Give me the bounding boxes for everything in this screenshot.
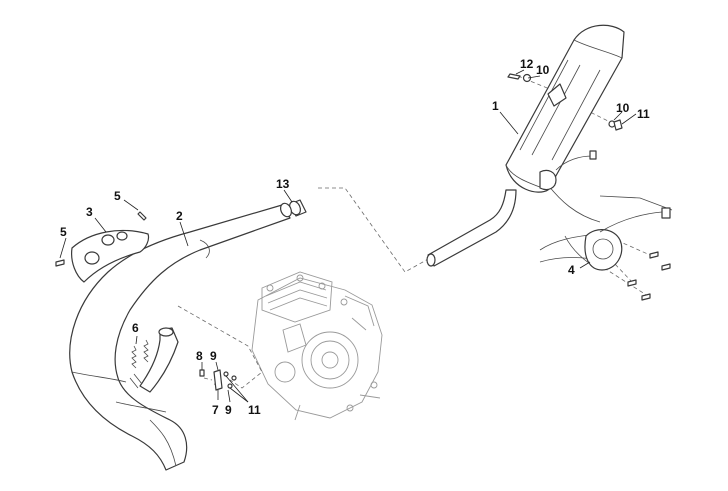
callout-7: 7 <box>212 403 219 417</box>
callout-10-right: 10 <box>616 101 630 115</box>
silencer-hardware <box>507 73 623 131</box>
callout-8: 8 <box>196 349 203 363</box>
screw-5-lower <box>55 259 65 267</box>
callout-6: 6 <box>132 321 139 335</box>
callout-10-upper: 10 <box>536 63 550 77</box>
springs <box>131 339 149 369</box>
silencer-inlet-pipe <box>426 189 517 267</box>
callout-3: 3 <box>86 205 93 219</box>
engine-block <box>251 271 383 421</box>
callout-1: 1 <box>492 99 499 113</box>
callout-9-lower: 9 <box>225 403 232 417</box>
sensor-unit <box>584 207 671 301</box>
callout-5-lower: 5 <box>60 225 67 239</box>
callout-2: 2 <box>176 209 183 223</box>
callout-11-lower: 11 <box>248 403 261 417</box>
callout-11-right: 11 <box>637 107 650 121</box>
heat-shield <box>71 229 150 283</box>
leader-lines <box>59 69 637 403</box>
callout-labels: 1 2 3 4 5 5 6 7 8 9 9 10 10 11 11 12 13 <box>60 57 650 417</box>
callout-5-upper: 5 <box>114 189 121 203</box>
silencer <box>505 24 625 193</box>
connecting-sleeve <box>288 199 307 217</box>
callout-4: 4 <box>568 263 575 277</box>
callout-9-upper: 9 <box>210 349 217 363</box>
exhaust-pipe <box>69 202 293 471</box>
screw-5-upper <box>137 211 147 221</box>
callout-13: 13 <box>276 177 290 191</box>
callout-12: 12 <box>520 57 534 71</box>
